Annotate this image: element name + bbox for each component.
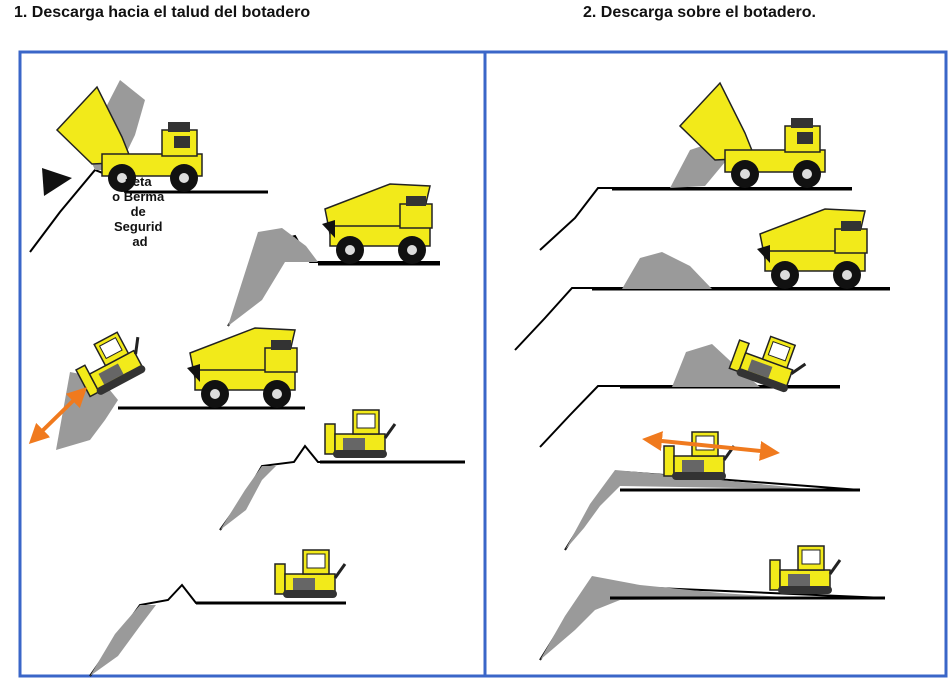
right-step-1: [539, 82, 852, 251]
right-step-2: [514, 208, 890, 351]
right-step-3: [539, 325, 840, 448]
left-step-5: [89, 548, 347, 677]
right-step-4: [564, 430, 861, 551]
left-step-3: [28, 323, 305, 450]
left-step-4: [219, 408, 465, 531]
spread-direction-arrow: [642, 431, 780, 461]
berm-marker-icon: [42, 168, 72, 196]
right-panel-frame: [483, 50, 948, 678]
left-panel-title: 1. Descarga hacia el talud del botadero: [14, 4, 311, 21]
push-direction-arrow: [28, 387, 88, 444]
left-step-1: neta o Berma de Segurid ad: [29, 80, 268, 253]
berm-label: neta o Berma de Segurid ad: [112, 174, 168, 249]
right-step-5: [539, 544, 886, 661]
right-panel-title: 2. Descarga sobre el botadero.: [583, 4, 816, 21]
left-step-2: [227, 183, 440, 327]
